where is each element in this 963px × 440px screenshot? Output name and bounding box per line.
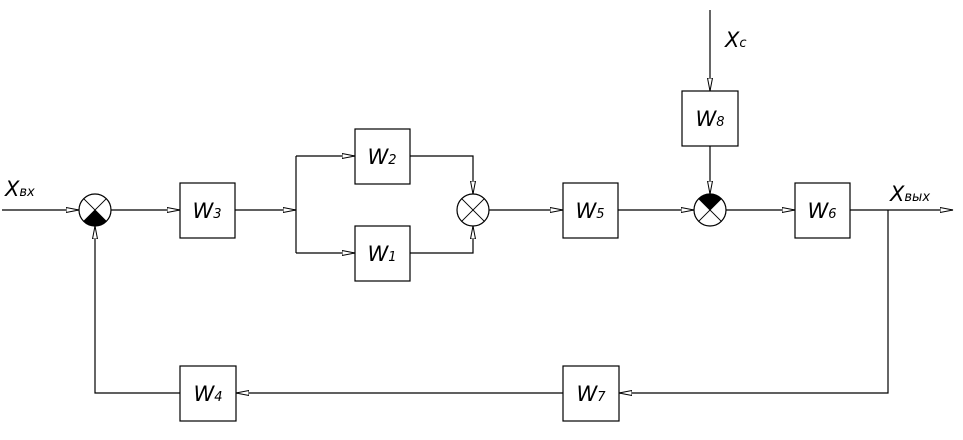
block-w8-index: 8 [716, 115, 724, 130]
block-w2-name: W [367, 145, 389, 169]
svg-text:W7: W7 [576, 382, 606, 406]
input-signal-label: Xвх [4, 177, 35, 201]
block-w7: W7 [562, 365, 620, 422]
block-w4: W4 [179, 365, 237, 422]
block-w8: W8 [681, 90, 739, 147]
block-w4-name: W [193, 382, 215, 406]
feedback-to-w7-line [619, 210, 889, 393]
block-w1-index: 1 [388, 250, 396, 265]
summing-junction-1 [78, 193, 112, 227]
block-w7-index: 7 [597, 390, 606, 405]
block-w3-name: W [192, 199, 214, 223]
w1-to-s2-line [410, 226, 473, 254]
block-w7-name: W [576, 382, 598, 406]
disturbance-signal-sub: c [739, 36, 746, 51]
input-signal-name: X [4, 177, 20, 201]
input-signal-sub: вх [19, 185, 35, 200]
svg-text:W4: W4 [193, 382, 222, 406]
w4-to-s1-line [95, 226, 180, 394]
summing-junction-3 [693, 193, 727, 227]
block-w2-index: 2 [388, 153, 396, 168]
block-w2: W2 [354, 128, 411, 185]
disturbance-signal-label: Xc [724, 28, 747, 52]
connections [2, 10, 953, 393]
block-w6-index: 6 [828, 207, 836, 222]
output-signal-label: Xвых [889, 182, 930, 206]
svg-text:W8: W8 [695, 107, 724, 131]
disturbance-signal-name: X [724, 28, 740, 52]
svg-text:W5: W5 [575, 199, 604, 223]
block-w1: W1 [354, 225, 411, 282]
svg-text:W1: W1 [367, 242, 396, 266]
w2-to-s2-line [410, 155, 473, 194]
summing-junction-2 [456, 193, 490, 227]
block-w6: W6 [794, 182, 851, 239]
block-w1-name: W [367, 242, 389, 266]
svg-text:W6: W6 [807, 199, 836, 223]
block-w5: W5 [562, 182, 619, 239]
block-w5-index: 5 [596, 207, 604, 222]
block-w3-index: 3 [213, 207, 221, 222]
svg-text:W2: W2 [367, 145, 396, 169]
block-w8-name: W [695, 107, 717, 131]
output-signal-sub: вых [904, 190, 930, 205]
block-w6-name: W [807, 199, 829, 223]
svg-text:W3: W3 [192, 199, 221, 223]
output-signal-name: X [889, 182, 905, 206]
block-w4-index: 4 [214, 390, 222, 405]
block-w3: W3 [179, 182, 236, 239]
block-w5-name: W [575, 199, 597, 223]
